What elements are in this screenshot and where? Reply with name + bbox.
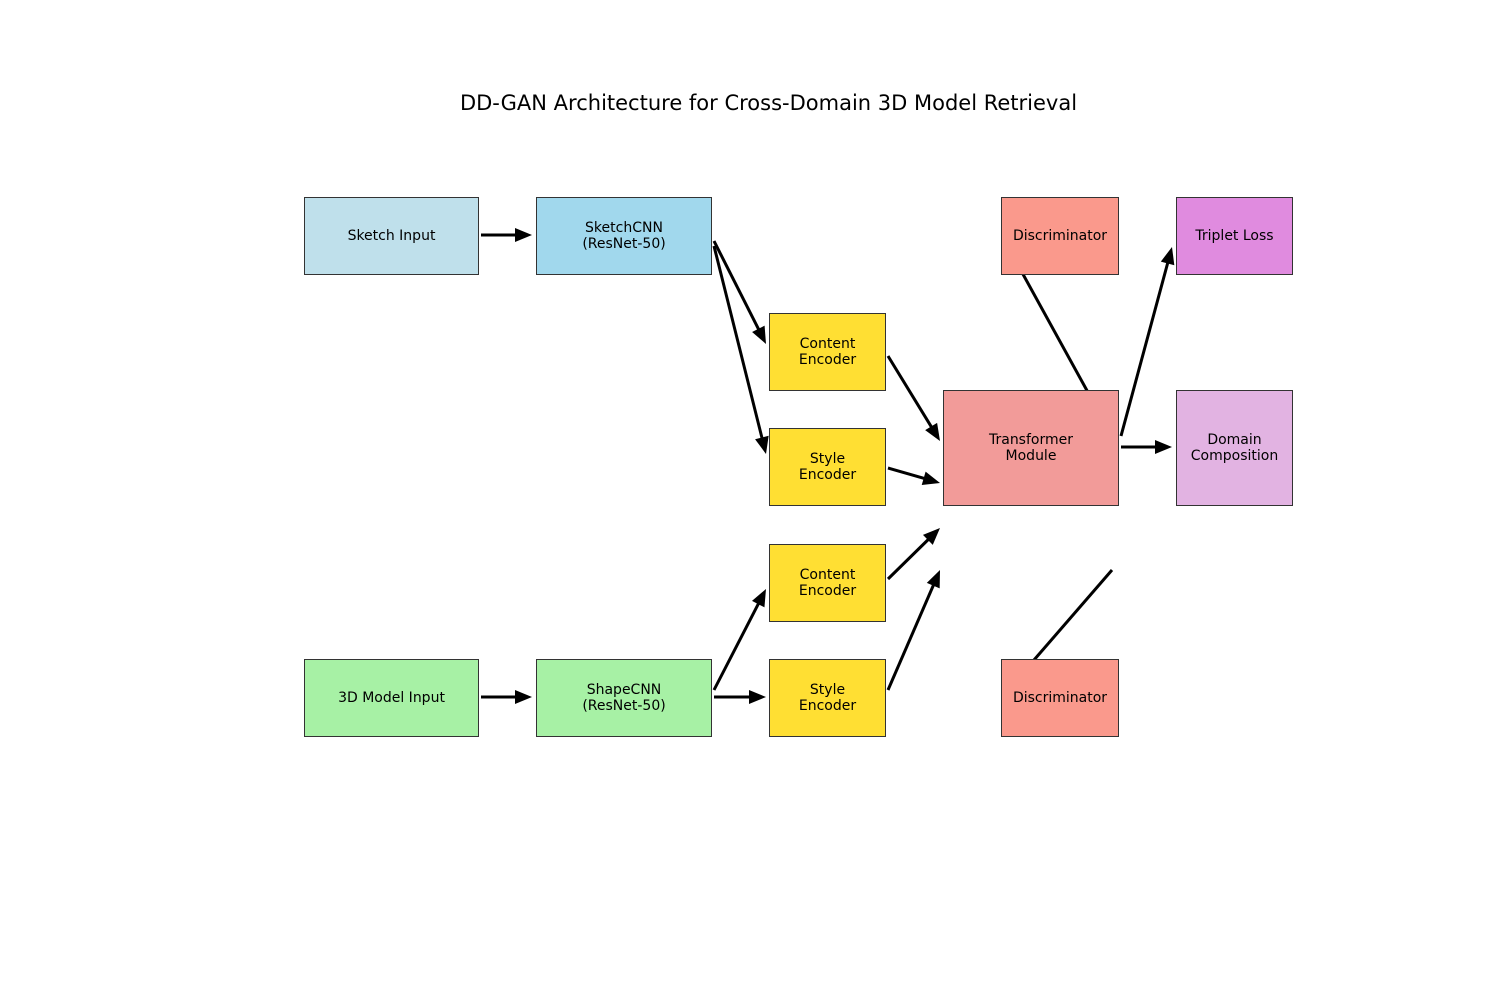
content-encoder-top-box: Content Encoder (769, 313, 886, 391)
triplet-loss-box: Triplet Loss (1176, 197, 1293, 275)
arrow-shape-cnn-to-style-encoder-bottom (714, 690, 766, 704)
style-encoder-bottom-box: Style Encoder (769, 659, 886, 737)
arrow-head (925, 422, 940, 441)
arrow-sketch-cnn-to-content-encoder-top (712, 240, 766, 344)
transformer-module-box: Transformer Module (943, 390, 1119, 506)
arrow-style-encoder-bottom-to-transformer (886, 570, 940, 691)
arrow-head (751, 589, 766, 608)
arrow-head (515, 690, 532, 704)
diagram-title: DD-GAN Architecture for Cross-Domain 3D … (459, 91, 1078, 115)
arrow-head (749, 690, 766, 704)
arrow-content-encoder-bottom-to-transformer (886, 528, 940, 581)
arrow-model-input-to-shape-cnn (481, 690, 532, 704)
sketch-cnn-box: SketchCNN (ResNet-50) (536, 197, 712, 275)
arrow-content-encoder-top-to-transformer (886, 355, 940, 441)
arrow-shaft (886, 583, 936, 691)
sketch-input-box: Sketch Input (304, 197, 479, 275)
arrow-head (926, 570, 940, 589)
model-input-box: 3D Model Input (304, 659, 479, 737)
arrow-shape-cnn-to-content-encoder-bottom (712, 589, 766, 691)
arrow-shaft (712, 601, 761, 691)
style-encoder-top-box: Style Encoder (769, 428, 886, 506)
arrow-head (752, 325, 766, 344)
arrow-head (1160, 247, 1175, 266)
arrow-sketch-input-to-sketch-cnn (481, 228, 532, 242)
arrow-style-encoder-top-to-transformer (887, 466, 940, 486)
arrow-shaft (887, 466, 927, 481)
arrow-head (755, 435, 769, 454)
arrow-head (1155, 440, 1172, 454)
discriminator-top-box: Discriminator (1001, 197, 1119, 275)
content-encoder-bottom-box: Content Encoder (769, 544, 886, 622)
arrow-shaft (712, 245, 764, 440)
arrow-sketch-cnn-to-style-encoder-top (712, 245, 769, 454)
domain-composition-box: Domain Composition (1176, 390, 1293, 506)
arrow-shaft (886, 355, 934, 429)
discriminator-bottom-box: Discriminator (1001, 659, 1119, 737)
arrow-shaft (886, 537, 931, 581)
arrow-transformer-to-domain-composition (1121, 440, 1172, 454)
shape-cnn-box: ShapeCNN (ResNet-50) (536, 659, 712, 737)
arrow-transformer-to-triplet-loss (1119, 247, 1175, 437)
arrow-head (922, 528, 940, 545)
arrow-shaft (712, 240, 761, 332)
arrow-shaft (1119, 261, 1170, 437)
arrow-head (921, 471, 940, 486)
arrow-head (515, 228, 532, 242)
